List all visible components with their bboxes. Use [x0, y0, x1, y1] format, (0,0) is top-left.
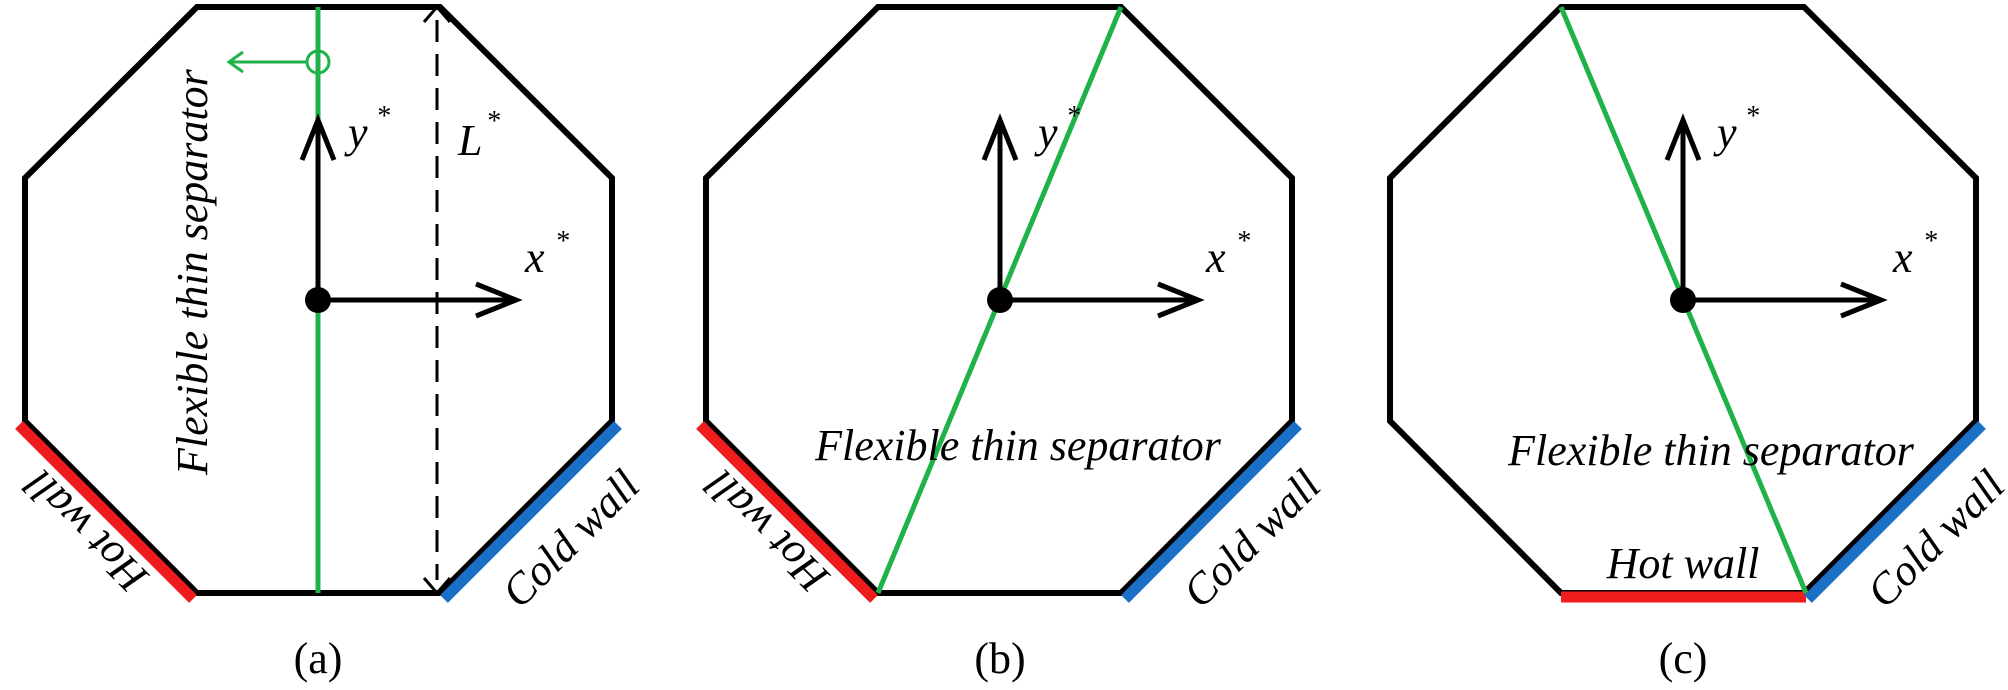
- x-axis-star: *: [1236, 226, 1250, 257]
- separator-label: Flexible thin separator: [814, 421, 1222, 470]
- y-axis-arrowhead-icon: [981, 113, 1019, 161]
- hot-wall-label: Hot wall: [1606, 539, 1760, 588]
- x-axis-label: x: [524, 233, 545, 282]
- x-axis-label: x: [1892, 233, 1913, 282]
- x-axis-label: x: [1205, 233, 1226, 282]
- x-axis-arrowhead-icon: [475, 281, 523, 319]
- y-axis-label: y: [344, 108, 368, 157]
- cold-wall-label: Cold wall: [492, 461, 649, 618]
- length-star: *: [486, 106, 500, 137]
- panel-c: y * x * Flexible thin separator Hot wall…: [1387, 4, 2008, 683]
- cold-wall-segment: [1804, 421, 1986, 603]
- length-arrow-bottom-icon: [422, 577, 452, 596]
- caption-b: (b): [974, 634, 1025, 683]
- cold-wall-label: Cold wall: [1857, 461, 2008, 618]
- hot-wall-segment: [15, 421, 197, 603]
- y-axis-arrowhead-icon: [1664, 113, 1702, 161]
- x-axis-star: *: [555, 226, 569, 257]
- hot-wall-segment: [696, 421, 878, 603]
- separator-motion-arrow-head: [226, 50, 244, 74]
- origin-dot: [987, 287, 1013, 313]
- length-arrow-top-icon: [422, 4, 452, 23]
- y-axis-star: *: [1745, 101, 1759, 132]
- cold-wall-segment: [1121, 421, 1302, 603]
- separator-label: Flexible thin separator: [168, 68, 217, 476]
- y-axis-star: *: [376, 101, 390, 132]
- panel-b: y * x * Flexible thin separator Hot wall…: [695, 4, 1330, 683]
- origin-dot: [305, 287, 331, 313]
- y-axis-arrowhead-icon: [299, 113, 337, 161]
- panel-a: y * x * L * Flexible thin separator Hot …: [14, 4, 649, 683]
- x-axis-star: *: [1923, 226, 1937, 257]
- y-axis-star: *: [1066, 101, 1080, 132]
- octagon-outline: [22, 4, 615, 596]
- caption-a: (a): [294, 634, 343, 683]
- separator-label: Flexible thin separator: [1507, 426, 1915, 475]
- cold-wall-segment: [440, 421, 622, 603]
- x-axis-arrowhead-icon: [1157, 281, 1205, 319]
- cold-wall-label: Cold wall: [1173, 461, 1330, 618]
- y-axis-label: y: [1034, 108, 1058, 157]
- length-label: L: [457, 116, 482, 165]
- y-axis-label: y: [1713, 108, 1737, 157]
- origin-dot: [1670, 287, 1696, 313]
- octagon-outline: [703, 4, 1295, 596]
- caption-c: (c): [1659, 634, 1708, 683]
- x-axis-arrowhead-icon: [1840, 281, 1888, 319]
